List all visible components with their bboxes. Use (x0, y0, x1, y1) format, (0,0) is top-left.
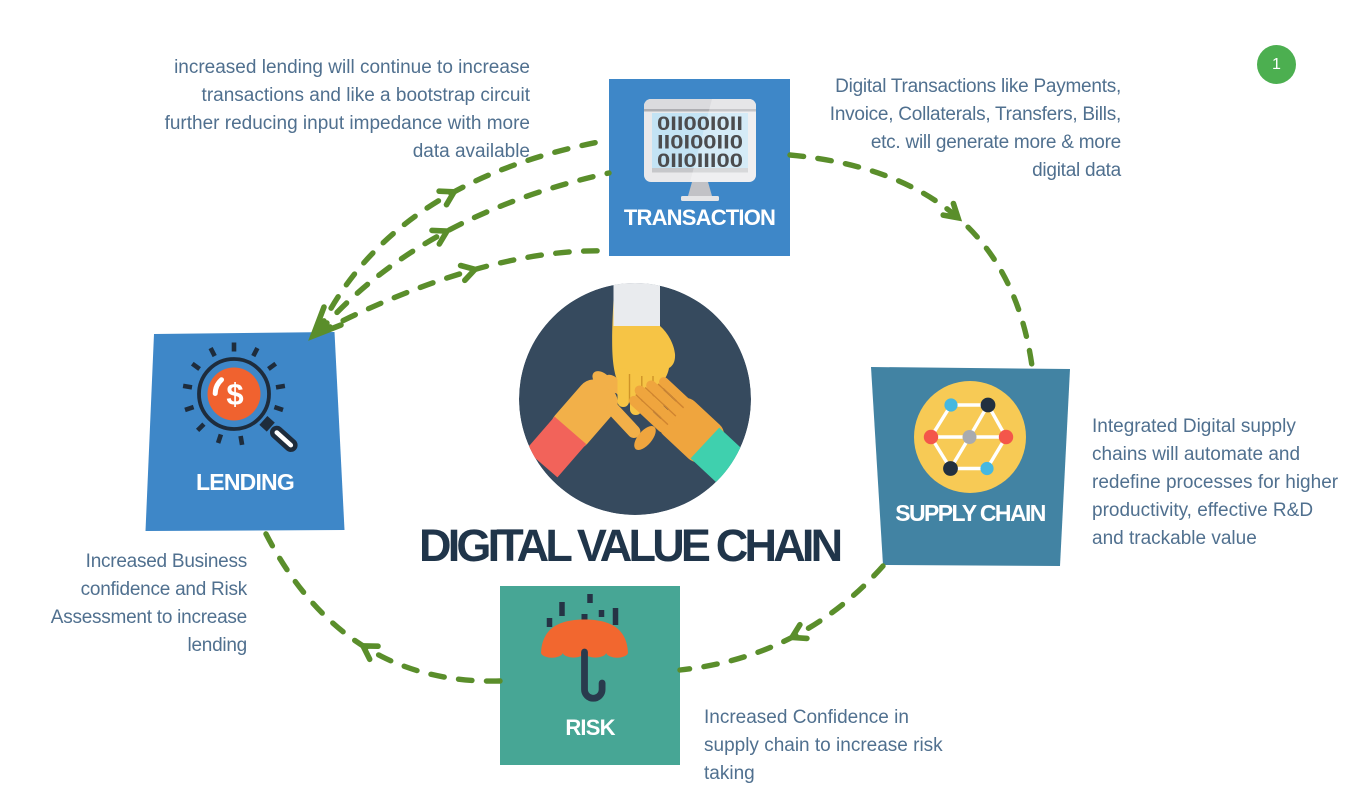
svg-text:II0I00II0: II0I00II0 (657, 133, 743, 154)
svg-text:$: $ (226, 377, 243, 412)
svg-text:0II00I0II: 0II00I0II (657, 114, 743, 135)
svg-text:0II0III00: 0II0III00 (657, 151, 743, 172)
